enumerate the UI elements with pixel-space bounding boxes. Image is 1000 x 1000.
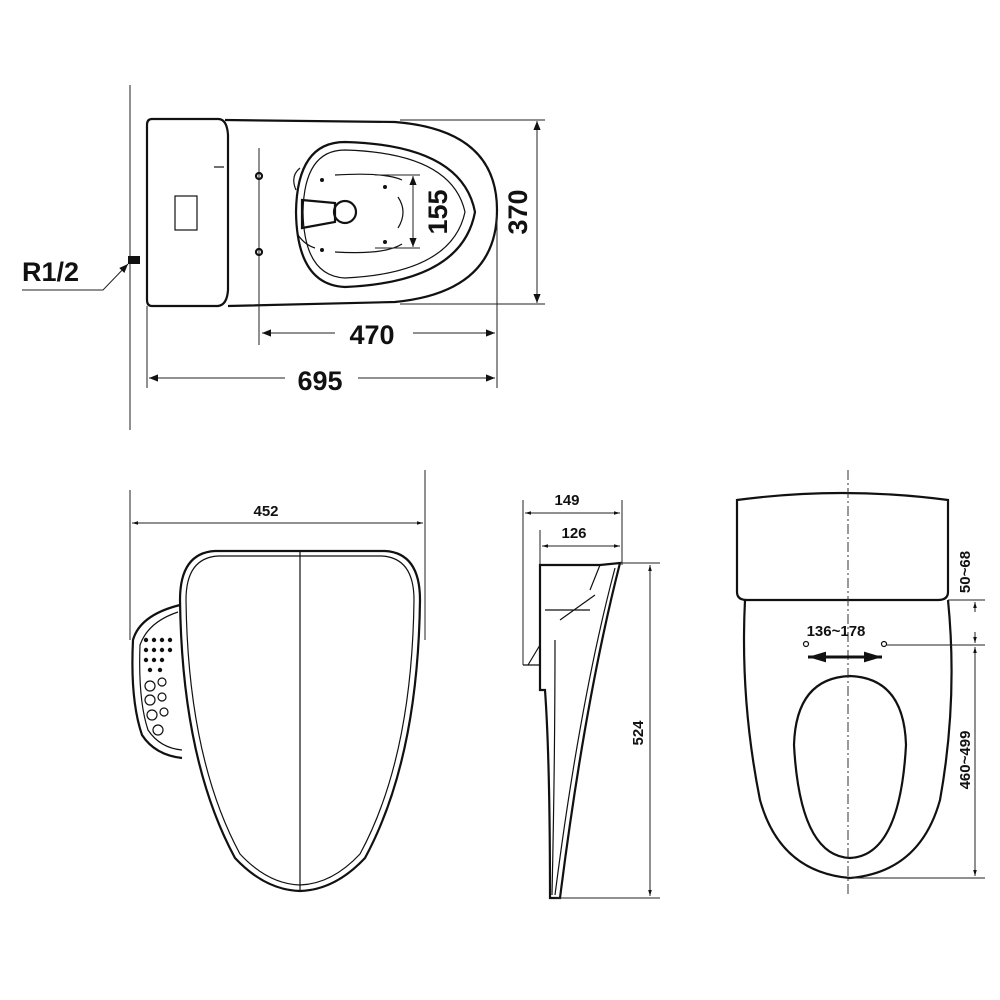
seat-side-view: 149 126 524 xyxy=(522,492,660,900)
seat-hole xyxy=(880,640,888,648)
bowl-opening xyxy=(792,674,908,860)
bowl-inner-rim xyxy=(302,149,466,279)
mounting-view: 136~178 50~68 460~499 xyxy=(735,470,985,895)
dim-tank-offset-label: 50~68 xyxy=(957,551,974,593)
bowl-rim xyxy=(294,140,477,289)
bowl-dot xyxy=(320,178,324,182)
control-panel xyxy=(131,603,183,760)
seat-hole xyxy=(254,247,264,257)
dim-hole-spacing-label: 136~178 xyxy=(807,623,866,640)
dim-width-label: 370 xyxy=(503,189,533,234)
control-panel-inner xyxy=(139,611,183,751)
toilet-top-view: R1/2 155 370 470 695 xyxy=(22,85,545,430)
inlet-leader xyxy=(22,263,129,291)
dim-depth-outer-label: 149 xyxy=(554,492,579,509)
bowl-outline xyxy=(224,118,499,308)
dim-bowl-length-label: 470 xyxy=(349,320,394,350)
tank-outline xyxy=(735,491,950,602)
bowl-dot xyxy=(383,185,387,189)
seat-profile-detail xyxy=(523,564,616,896)
cistern-outline xyxy=(145,117,230,308)
dim-total-length-label: 695 xyxy=(297,366,342,396)
seat-lid-outline xyxy=(178,549,422,893)
bowl-detail xyxy=(293,167,404,254)
seat-top-view: 452 xyxy=(129,470,426,893)
inlet-fitting xyxy=(128,256,140,264)
seat-hole xyxy=(254,171,264,181)
dim-seat-width-label: 452 xyxy=(253,503,278,520)
dim-depth-inner-label: 126 xyxy=(561,525,586,542)
dim-seat-length-label: 524 xyxy=(630,720,647,746)
dim-hole-to-front-label: 460~499 xyxy=(957,731,974,790)
outlet-shape xyxy=(300,198,337,230)
control-round-buttons xyxy=(144,677,169,736)
control-buttons xyxy=(143,637,173,673)
dim-outlet-label: 155 xyxy=(423,189,453,234)
outlet-hole xyxy=(332,199,358,225)
seat-hole xyxy=(802,640,810,648)
inlet-label: R1/2 xyxy=(22,257,79,287)
bowl-dot xyxy=(383,240,387,244)
flush-button xyxy=(174,195,198,231)
bowl-dot xyxy=(320,248,324,252)
